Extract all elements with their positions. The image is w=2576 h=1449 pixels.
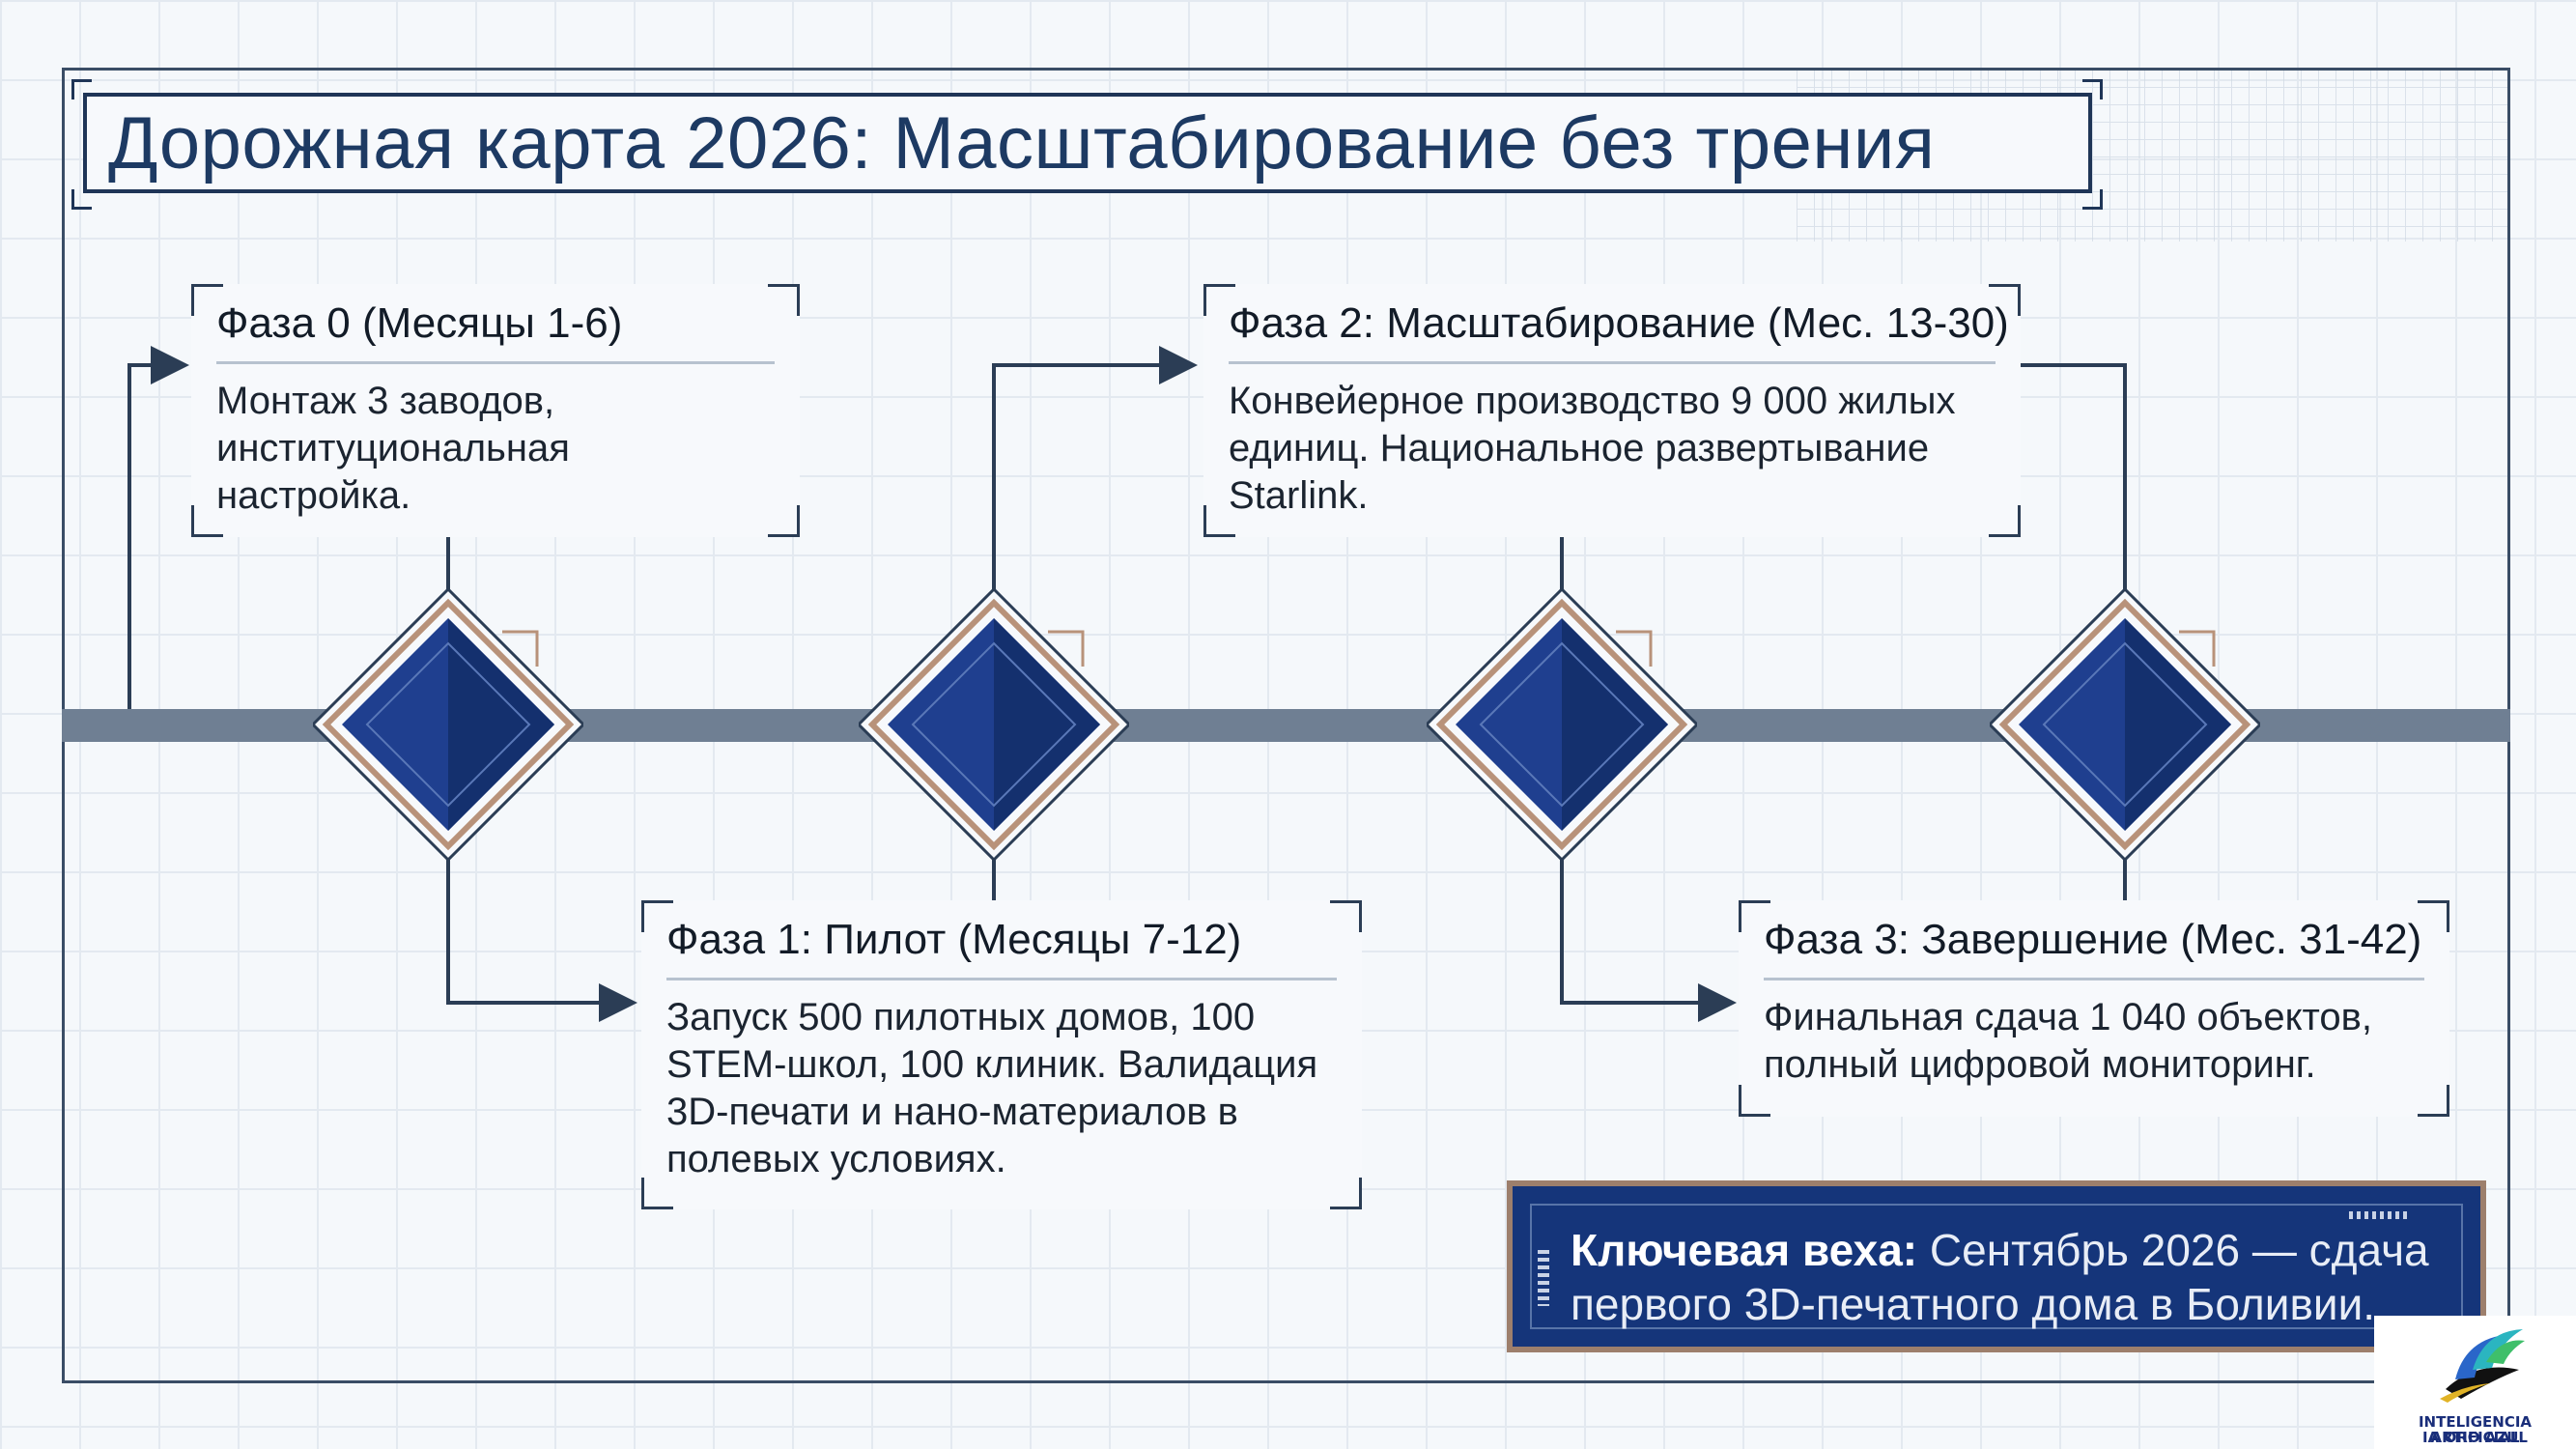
title-box: Дорожная карта 2026: Масштабирование без… — [83, 93, 2092, 193]
connector-phase-3-arrow — [1560, 860, 1737, 1022]
key-milestone-body: Сентябрь 2026 — сдача первого 3D-печатно… — [1571, 1225, 2429, 1329]
phase-3-description: Финальная сдача 1 040 объектов, полный ц… — [1764, 996, 2372, 1086]
phase-0-card: Фаза 0 (Месяцы 1-6) Монтаж 3 заводов, ин… — [191, 284, 800, 537]
key-milestone-box: Ключевая веха: Сентябрь 2026 — сдача пер… — [1507, 1180, 2486, 1352]
milestone-diamond-3 — [1427, 589, 1697, 860]
key-milestone-text: Ключевая веха: Сентябрь 2026 — сдача пер… — [1571, 1223, 2480, 1331]
phase-2-title: Фаза 2: Масштабирование (Мес. 13-30) — [1229, 299, 2009, 364]
milestone-diamond-1 — [313, 589, 583, 860]
phase-1-card: Фаза 1: Пилот (Месяцы 7-12) Запуск 500 п… — [641, 900, 1362, 1209]
phase-2-card: Фаза 2: Масштабирование (Мес. 13-30) Кон… — [1203, 284, 2021, 537]
phase-0-title: Фаза 0 (Месяцы 1-6) — [216, 299, 775, 364]
decor-dots — [2349, 1211, 2407, 1219]
connector-phase-1-arrow — [446, 860, 637, 1022]
title-bracket-br — [2082, 189, 2103, 210]
connector-phase-2-arrow — [992, 346, 1198, 591]
page-title: Дорожная карта 2026: Масштабирование без… — [108, 101, 1936, 185]
logo-emblem-icon — [2440, 1329, 2525, 1403]
phase-3-card: Фаза 3: Завершение (Мес. 31-42) Финальна… — [1739, 900, 2449, 1117]
phase-2-description: Конвейерное производство 9 000 жилых еди… — [1229, 380, 1956, 517]
phase-3-title: Фаза 3: Завершение (Мес. 31-42) — [1764, 916, 2424, 980]
connector-phase-0-arrow — [127, 346, 189, 709]
decor-ticks — [1538, 1250, 1549, 1306]
phase-1-description: Запуск 500 пилотных домов, 100 STEM-школ… — [666, 996, 1318, 1180]
logo-line-1: INTELIGENCIA ARTIFICIAL — [2418, 1413, 2533, 1446]
title-bracket-bl — [71, 189, 92, 210]
title-bracket-tr — [2082, 79, 2103, 99]
logo: INTELIGENCIA ARTIFICIAL IA ORO AZUL — [2374, 1316, 2576, 1449]
logo-line-2: IA ORO AZUL — [2422, 1429, 2528, 1446]
title-bracket-tl — [71, 79, 92, 99]
key-milestone-label: Ключевая веха: — [1571, 1225, 1918, 1275]
phase-1-title: Фаза 1: Пилот (Месяцы 7-12) — [666, 916, 1337, 980]
connector-phase-2-right — [2017, 363, 2127, 591]
phase-0-description: Монтаж 3 заводов, институциональная наст… — [216, 380, 570, 517]
milestone-diamond-4 — [1990, 589, 2260, 860]
milestone-diamond-2 — [859, 589, 1129, 860]
